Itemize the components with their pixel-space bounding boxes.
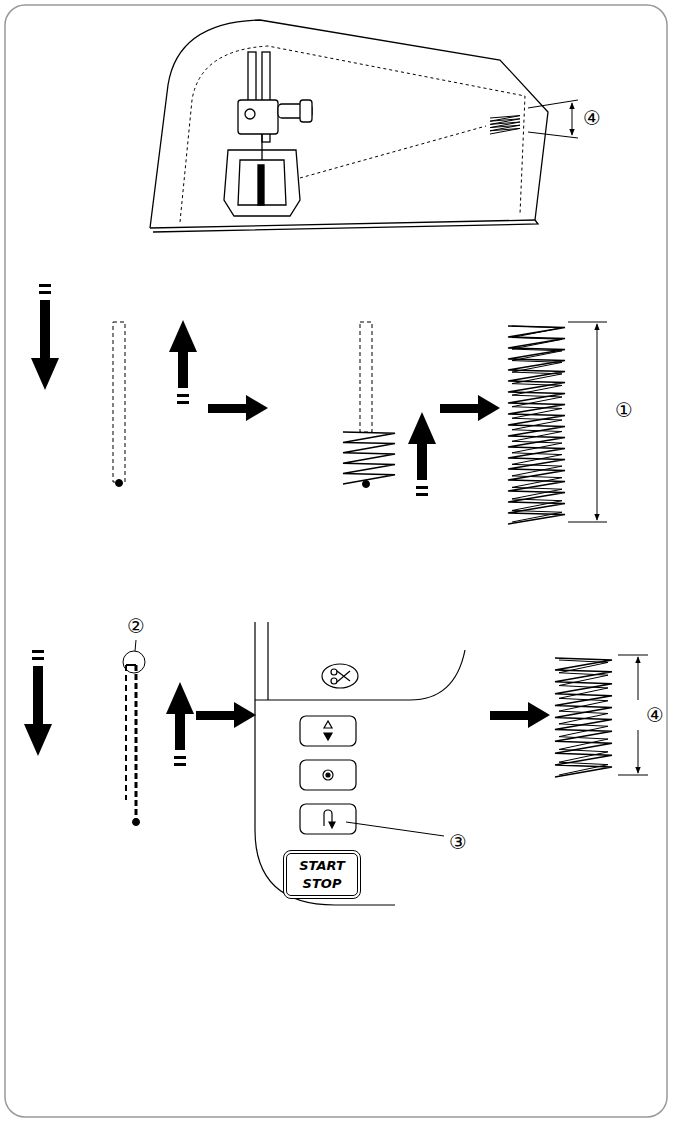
callout-number: ①: [615, 400, 633, 420]
dimension-marker: [528, 100, 578, 138]
callout-number: ②: [127, 616, 145, 636]
stitch-path: [123, 640, 145, 826]
zigzag-stitch: [490, 116, 520, 134]
zigzag-stitch: [555, 658, 612, 777]
presser-foot: [224, 52, 312, 216]
zigzag-stitch: [343, 432, 395, 484]
button-label: START STOP: [296, 857, 348, 892]
zigzag-stitch: [508, 326, 565, 524]
zigzag-stitches: [343, 116, 612, 777]
callout-number: ③: [449, 832, 467, 852]
fabric: [150, 20, 548, 232]
frame: [5, 5, 667, 1117]
zigzag-stitch: [559, 660, 608, 775]
callout-number: ④: [646, 705, 664, 725]
dimension-marker: [618, 655, 648, 775]
dimension-marker: [568, 322, 607, 522]
step-arrows: [24, 284, 550, 766]
stitch-path: [113, 322, 372, 488]
start-stop-button: START STOP: [283, 850, 361, 899]
control-panel: [255, 622, 465, 905]
callout-number: ④: [583, 108, 601, 128]
zigzag-stitch: [512, 326, 562, 522]
